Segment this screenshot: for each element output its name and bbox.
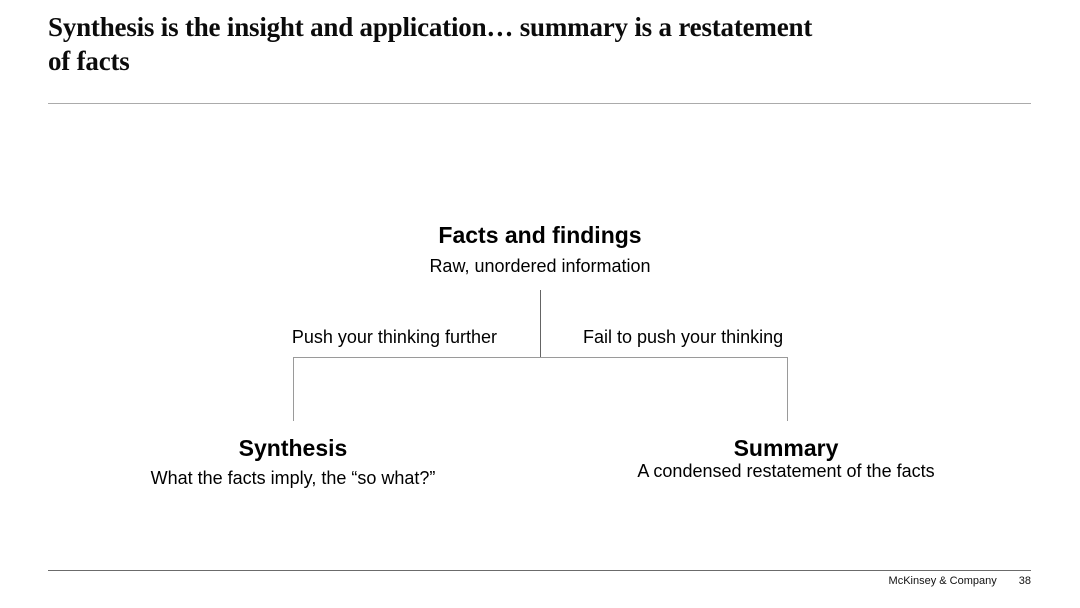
- left-branch-label: Push your thinking further: [291, 327, 497, 347]
- synthesis-node-subtitle: What the facts imply, the “so what?”: [150, 468, 436, 488]
- footer: McKinsey & Company 38: [889, 575, 1031, 588]
- summary-node-heading: Summary: [733, 435, 839, 461]
- slide-title-line-2: of facts: [48, 46, 130, 76]
- slide-title: Synthesis is the insight and application…: [48, 10, 1008, 78]
- slide-title-line-1: Synthesis is the insight and application…: [48, 12, 813, 42]
- connector-center-vertical-line: [540, 290, 541, 357]
- synthesis-node-heading: Synthesis: [238, 435, 348, 461]
- footer-divider: [48, 570, 1031, 571]
- connector-horizontal-line: [293, 357, 788, 358]
- connector-left-vertical-line: [293, 357, 294, 421]
- connector-right-vertical-line: [787, 357, 788, 421]
- root-node-subtitle: Raw, unordered information: [429, 256, 651, 276]
- header-divider: [48, 103, 1031, 104]
- root-node-heading: Facts and findings: [438, 222, 642, 248]
- footer-page-number: 38: [1018, 575, 1031, 587]
- footer-brand: McKinsey & Company: [888, 575, 997, 587]
- right-branch-label: Fail to push your thinking: [583, 327, 784, 347]
- summary-node-subtitle: A condensed restatement of the facts: [637, 461, 935, 481]
